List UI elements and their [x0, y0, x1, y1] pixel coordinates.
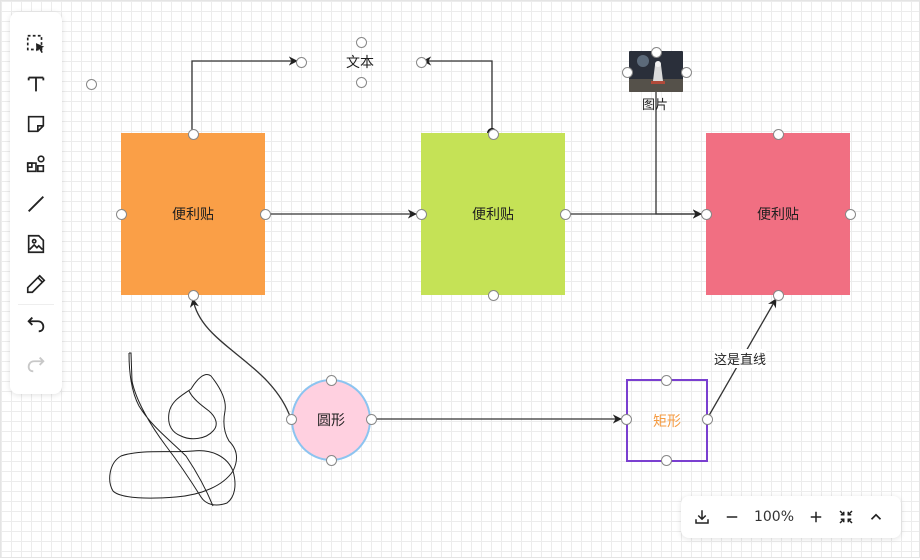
sticky-note-orange[interactable]: 便利贴	[121, 133, 265, 295]
collapse-button[interactable]	[863, 504, 889, 530]
zoom-in-button[interactable]	[803, 504, 829, 530]
connection-handle[interactable]	[702, 414, 713, 425]
connection-handle[interactable]	[845, 209, 856, 220]
freehand-drawing[interactable]	[109, 352, 237, 507]
zoom-out-icon	[726, 516, 738, 518]
redo-button[interactable]	[22, 350, 50, 378]
shapes-icon	[26, 155, 45, 173]
sticky-note-label: 便利贴	[172, 207, 214, 223]
pencil-icon	[26, 274, 46, 294]
download-icon	[695, 510, 709, 524]
connection-handle[interactable]	[366, 414, 377, 425]
connection-handle[interactable]	[188, 129, 199, 140]
text-tool[interactable]	[22, 70, 50, 98]
fit-screen-icon	[839, 510, 853, 524]
connection-handle[interactable]	[622, 67, 633, 78]
zoom-in-icon	[810, 511, 822, 523]
connector-circle-to-orange[interactable]	[189, 298, 292, 420]
connection-handle[interactable]	[326, 375, 337, 386]
circle-label: 圆形	[317, 413, 345, 429]
text-icon	[27, 76, 45, 92]
connection-handle[interactable]	[560, 209, 571, 220]
undo-icon	[27, 316, 45, 333]
connection-handle[interactable]	[488, 290, 499, 301]
connection-handle[interactable]	[488, 129, 499, 140]
rectangle-label: 矩形	[653, 413, 681, 430]
fit-screen-button[interactable]	[833, 504, 859, 530]
download-button[interactable]	[689, 504, 715, 530]
circle-shape[interactable]: 圆形	[291, 379, 371, 461]
image-caption: 图片	[642, 94, 668, 113]
line-icon	[28, 196, 44, 212]
sticky-note-label: 便利贴	[757, 207, 799, 223]
sticky-note-red[interactable]: 便利贴	[706, 133, 850, 295]
sticky-note-tool[interactable]	[22, 110, 50, 138]
toolbar-divider	[18, 304, 54, 305]
connector-green-to-text[interactable]	[422, 56, 497, 133]
connection-handle[interactable]	[416, 57, 427, 68]
connection-handle[interactable]	[260, 209, 271, 220]
connection-handle[interactable]	[701, 209, 712, 220]
connection-handle[interactable]	[86, 79, 97, 90]
line-label-text: 这是直线	[714, 353, 767, 368]
chevron-up-icon	[870, 513, 882, 520]
sticky-note-green[interactable]: 便利贴	[421, 133, 565, 295]
zoom-out-button[interactable]	[719, 504, 745, 530]
rectangle-shape[interactable]: 矩形	[626, 379, 708, 462]
sticky-note-label: 便利贴	[472, 207, 514, 223]
line-tool[interactable]	[22, 190, 50, 218]
connection-handle[interactable]	[773, 129, 784, 140]
bottom-controls: 100%	[681, 496, 901, 538]
connection-handle[interactable]	[356, 77, 367, 88]
text-node-label: 文本	[346, 55, 374, 71]
connection-handle[interactable]	[681, 67, 692, 78]
connection-handle[interactable]	[773, 290, 784, 301]
select-tool[interactable]	[22, 30, 50, 58]
shapes-tool[interactable]	[22, 150, 50, 178]
marquee-select-icon	[26, 34, 45, 53]
connector-orange-to-text[interactable]	[191, 56, 298, 133]
connection-handle[interactable]	[621, 414, 632, 425]
redo-icon	[27, 356, 45, 373]
connection-handle[interactable]	[286, 414, 297, 425]
left-toolbar	[10, 12, 62, 394]
sticky-note-icon	[27, 115, 45, 133]
connection-handle[interactable]	[188, 290, 199, 301]
connection-handle[interactable]	[116, 209, 127, 220]
zoom-level: 100%	[753, 509, 795, 525]
image-caption-text: 图片	[642, 98, 669, 113]
pen-tool[interactable]	[22, 270, 50, 298]
connection-handle[interactable]	[356, 37, 367, 48]
image-tool[interactable]	[22, 230, 50, 258]
connection-handle[interactable]	[661, 375, 672, 386]
connection-handle[interactable]	[296, 57, 307, 68]
connection-handle[interactable]	[651, 47, 662, 58]
undo-button[interactable]	[22, 310, 50, 338]
connection-handle[interactable]	[661, 455, 672, 466]
connector-image-to-red[interactable]	[655, 91, 702, 219]
line-label[interactable]: 这是直线	[714, 349, 767, 368]
connection-handle[interactable]	[326, 455, 337, 466]
connection-handle[interactable]	[416, 209, 427, 220]
image-icon	[27, 234, 45, 254]
text-node[interactable]: 文本	[346, 52, 374, 72]
